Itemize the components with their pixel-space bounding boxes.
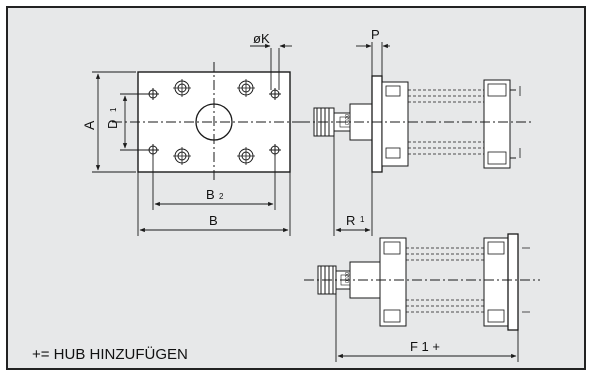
dim-label-b: B xyxy=(209,213,218,228)
dim-label-b2: B xyxy=(206,187,215,202)
dim-label-b2-sub: 2 xyxy=(219,192,224,201)
cylinder-side-view-bottom xyxy=(304,233,540,331)
f1-dimension xyxy=(335,294,519,362)
cylinder-side-view-top xyxy=(300,75,532,173)
rod-tag-top: 0020 xyxy=(345,114,351,125)
dim-label-d1-sub: 1 xyxy=(109,107,118,112)
rod-tag-bottom: 0020 xyxy=(345,272,351,283)
dim-label-r1-sub: 1 xyxy=(360,215,365,224)
front-view-dimensions xyxy=(92,43,292,236)
side-view-dimensions xyxy=(333,42,390,236)
bolt-heads xyxy=(173,79,255,165)
dim-label-dia-k: øK xyxy=(253,31,270,46)
dim-label-f1: F 1 + xyxy=(410,339,440,354)
flange-front-view xyxy=(112,62,300,182)
dim-label-a: A xyxy=(81,120,97,130)
mounting-holes xyxy=(147,88,281,156)
dim-label-d1: D xyxy=(105,120,120,129)
footer-note: += HUB HINZUFÜGEN xyxy=(32,345,188,363)
dim-label-r1: R xyxy=(346,213,355,228)
dim-label-p: P xyxy=(371,27,380,42)
